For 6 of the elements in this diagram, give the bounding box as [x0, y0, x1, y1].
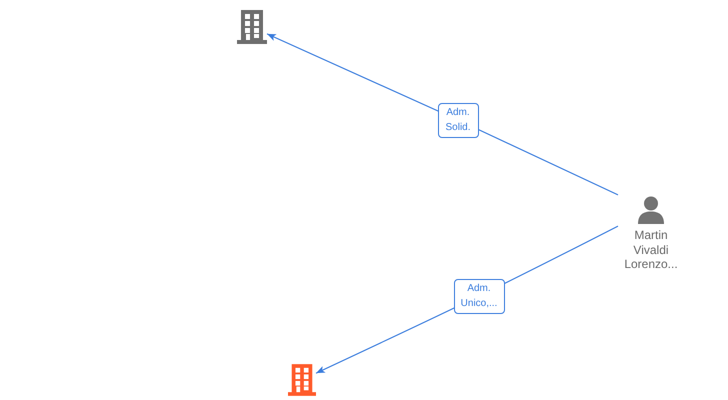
edge-label: Adm. Solid.: [438, 102, 478, 138]
person-name: Martin Vivaldi Lorenzo...: [623, 228, 679, 272]
arrow: [266, 33, 618, 196]
building-icon: [237, 10, 267, 44]
building-icon: [288, 364, 316, 396]
edge-label: Adm. Unico,...: [454, 278, 504, 314]
